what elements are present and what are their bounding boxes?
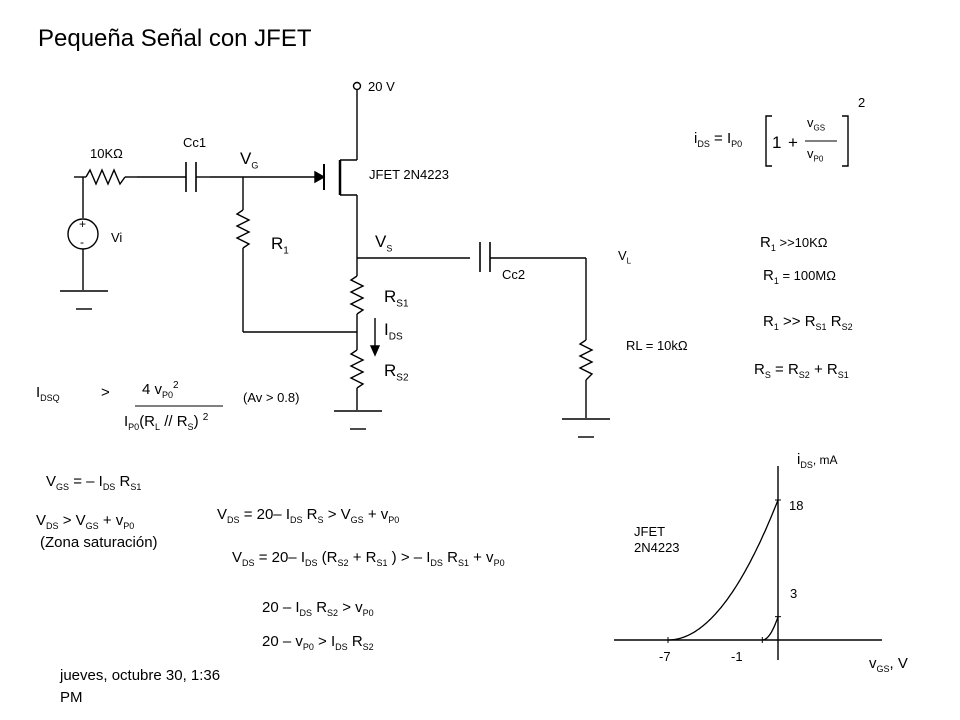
- jfet-label: JFET 2N4223: [369, 167, 449, 182]
- r1-100m: R1 = 100MΩ: [763, 267, 836, 286]
- r1-gt-10k: R1 >>10KΩ: [760, 234, 828, 253]
- idsq-gt: >: [101, 384, 110, 401]
- equation-line-3: 20 – IDS RS2 > vP0: [262, 599, 374, 618]
- tick-label-m1: -1: [731, 649, 743, 664]
- vs-label: VS: [375, 232, 393, 254]
- ids-formula-exponent: 2: [858, 95, 866, 110]
- tick-label-18: 18: [789, 498, 804, 513]
- cc2-label: Cc2: [502, 267, 526, 282]
- idsq-label: IDSQ: [36, 384, 60, 403]
- rl-label: RL = 10kΩ: [626, 338, 688, 353]
- gate-arrow: [314, 170, 326, 184]
- footer-timestamp-line2: PM: [60, 689, 83, 706]
- zona-saturacion: (Zona saturación): [40, 534, 158, 551]
- vp0-denominator: vP0: [807, 146, 824, 164]
- rs1-label: RS1: [384, 287, 409, 310]
- tick-label-3: 3: [790, 586, 798, 601]
- tick-label-m7: -7: [659, 649, 671, 664]
- vg-label: VG: [240, 149, 259, 171]
- r1-label: R1: [271, 234, 289, 257]
- idsq-denominator: IP0(RL // RS) 2: [124, 412, 209, 432]
- ids-arrow: [369, 345, 381, 357]
- resistor-r1: [235, 209, 251, 249]
- source-plus: +: [79, 217, 86, 231]
- bracket-right: [842, 115, 849, 167]
- ids-formula-lhs: iDS = IP0: [694, 130, 743, 149]
- cc1-label: Cc1: [183, 135, 207, 150]
- vds-equation-1: VDS = 20– IDS RS > VGS + vP0: [217, 506, 400, 525]
- transfer-curve-series-1: [668, 499, 779, 641]
- resistor-rs2: [349, 349, 365, 389]
- vgs-equation: VGS = – IDS RS1: [46, 473, 142, 492]
- ids-formula-plus: +: [788, 133, 798, 152]
- ids-formula-one: 1: [772, 133, 782, 152]
- device-label-line1: JFET: [634, 524, 666, 539]
- av-condition: (Av > 0.8): [243, 390, 300, 405]
- vi-label: Vi: [111, 230, 123, 245]
- rs-sum: RS = RS2 + RS1: [754, 361, 849, 380]
- footer-timestamp-line1: jueves, octubre 30, 1:36: [60, 667, 221, 684]
- r1-gg-rs: R1 >> RS1 RS2: [763, 313, 853, 332]
- source-minus: -: [80, 235, 84, 249]
- bracket-left: [765, 115, 772, 167]
- x-axis-label: vGS, V: [869, 655, 908, 674]
- vds-condition: VDS > VGS + vP0: [36, 512, 135, 531]
- idsq-numerator: 4 vP02: [142, 380, 179, 400]
- supply-terminal: [352, 81, 362, 91]
- vl-label: VL: [618, 248, 632, 266]
- rs2-label: RS2: [384, 361, 409, 384]
- resistor-rl: [578, 339, 594, 381]
- y-axis-label: iDS, mA: [797, 451, 838, 470]
- resistor-10k-label: 10KΩ: [90, 146, 123, 161]
- supply-label: 20 V: [368, 79, 395, 94]
- resistor-10k: [85, 168, 126, 186]
- vgs-numerator: vGS: [807, 115, 826, 133]
- device-label-line2: 2N4223: [634, 540, 680, 555]
- resistor-rs1: [349, 275, 365, 315]
- ids-label: IDS: [384, 320, 403, 343]
- equation-line-4: 20 – vP0 > IDS RS2: [262, 633, 374, 652]
- page-title: Pequeña Señal con JFET: [38, 25, 312, 52]
- vds-equation-2: VDS = 20– IDS (RS2 + RS1 ) > – IDS RS1 +…: [232, 549, 505, 568]
- transfer-curve-series-2: [762, 616, 779, 641]
